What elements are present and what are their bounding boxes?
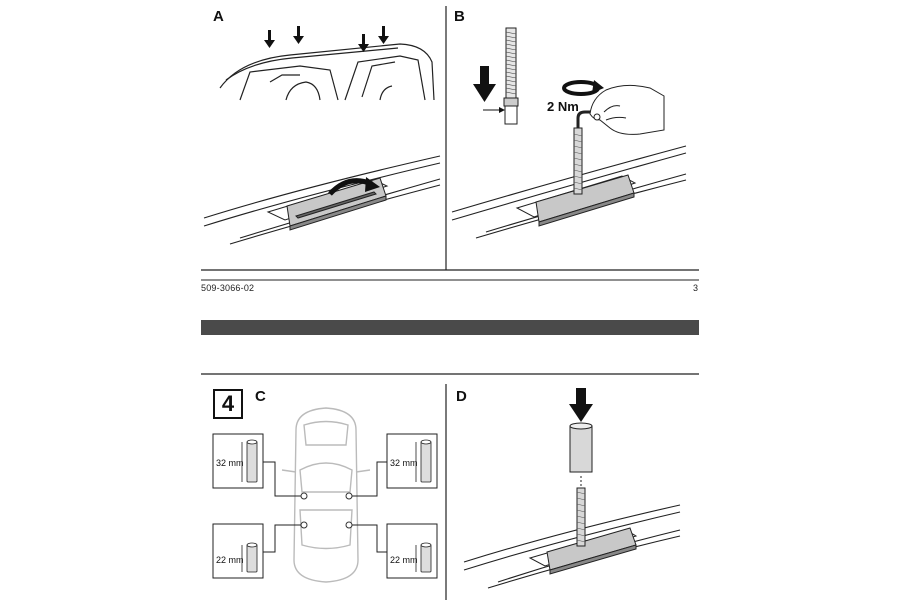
panel-label-a: A bbox=[213, 8, 224, 25]
panel-label-c: C bbox=[255, 388, 266, 405]
hand-icon bbox=[589, 84, 665, 135]
car-mount-points bbox=[300, 492, 353, 529]
dimension-rear-right: 22 mm bbox=[390, 555, 418, 565]
rail-slot-d bbox=[528, 527, 638, 575]
slide-arrow-icon bbox=[328, 177, 380, 196]
dimension-markers bbox=[241, 442, 417, 572]
dimension-rear-left: 22 mm bbox=[216, 555, 244, 565]
bolt-illustration bbox=[503, 27, 519, 125]
spacer-tube-icons bbox=[246, 439, 432, 573]
rail-slot-a bbox=[266, 177, 389, 231]
car-top-view bbox=[281, 407, 371, 583]
panel-label-b: B bbox=[454, 8, 465, 25]
document-number: 509-3066-02 bbox=[201, 283, 255, 293]
insert-arrow-icon bbox=[473, 66, 505, 113]
allen-key-thread bbox=[573, 133, 583, 191]
page-number: 3 bbox=[693, 283, 699, 293]
panel-label-d: D bbox=[456, 388, 467, 405]
bolt-thread bbox=[505, 31, 517, 95]
dimension-front-left: 32 mm bbox=[216, 458, 244, 468]
spacer-tube-illustration bbox=[569, 422, 593, 473]
section-band bbox=[201, 320, 699, 335]
rotate-icon bbox=[562, 80, 604, 96]
press-arrow-icon bbox=[569, 388, 593, 422]
rail-slot-b bbox=[515, 174, 637, 227]
allen-key-illustration bbox=[573, 110, 596, 195]
car-roof-illustration bbox=[219, 43, 435, 101]
roof-rail-b bbox=[451, 145, 687, 239]
step-number: 4 bbox=[213, 389, 243, 419]
leader-lines bbox=[263, 461, 387, 553]
stud-thread-d bbox=[576, 491, 586, 543]
dimension-front-right: 32 mm bbox=[390, 458, 418, 468]
down-arrow-icon bbox=[264, 26, 389, 52]
torque-label: 2 Nm bbox=[547, 99, 579, 114]
